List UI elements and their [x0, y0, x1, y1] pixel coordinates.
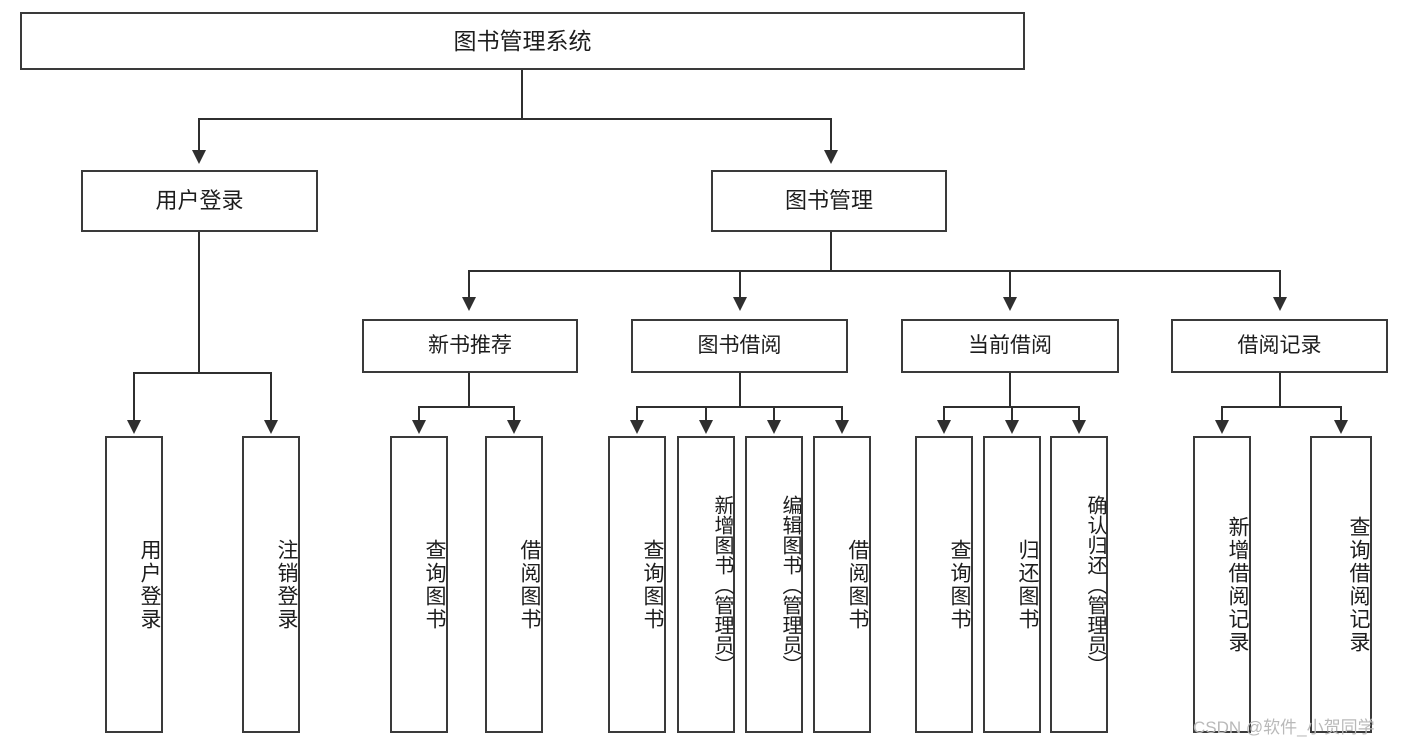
- node-label: 用户登录: [155, 188, 244, 214]
- arrowhead-book-borrow: [733, 297, 747, 311]
- connector-level3-bus: [468, 270, 1280, 272]
- arrowhead-leaf-query-book-1: [412, 420, 426, 434]
- connector-to-user-login: [198, 118, 200, 150]
- node-label: 图书管理: [784, 188, 873, 214]
- node-leaf-user-login[interactable]: 用户登录: [105, 436, 163, 733]
- arrowhead-leaf-edit-book: [767, 420, 781, 434]
- connector-level2-bus: [198, 118, 831, 120]
- node-leaf-query-record[interactable]: 查询借阅记录: [1310, 436, 1372, 733]
- node-leaf-query-book-1[interactable]: 查询图书: [390, 436, 448, 733]
- node-leaf-borrow-book-1[interactable]: 借阅图书: [485, 436, 543, 733]
- arrowhead-leaf-borrow-book-1: [507, 420, 521, 434]
- connector-user-login-stem: [198, 232, 200, 372]
- node-leaf-logout-login[interactable]: 注销登录: [242, 436, 300, 733]
- node-user-login[interactable]: 用户登录: [81, 170, 318, 232]
- connector-bb-leaf2: [705, 406, 707, 422]
- connector-to-book-management: [830, 118, 832, 150]
- node-label: 借阅图书: [518, 538, 541, 631]
- node-leaf-confirm-return[interactable]: 确认归还（管理员）: [1050, 436, 1108, 733]
- node-label: 查询图书: [948, 538, 971, 631]
- node-leaf-query-book-3[interactable]: 查询图书: [915, 436, 973, 733]
- node-label: 图书管理系统: [453, 27, 592, 54]
- arrowhead-leaf-query-record: [1334, 420, 1348, 434]
- arrowhead-new-book-recommend: [462, 297, 476, 311]
- connector-to-book-borrow: [739, 270, 741, 298]
- arrowhead-user-login: [192, 150, 206, 164]
- node-borrow-record[interactable]: 借阅记录: [1171, 319, 1388, 373]
- node-label: 查询借阅记录: [1347, 515, 1370, 654]
- connector-root-stem: [521, 70, 523, 118]
- connector-br-leaf2: [1340, 406, 1342, 422]
- node-book-management[interactable]: 图书管理: [711, 170, 947, 232]
- arrowhead-leaf-query-book-3: [937, 420, 951, 434]
- watermark-text: CSDN @软件_小贺同学: [1193, 718, 1375, 737]
- node-label: 借阅记录: [1237, 333, 1322, 357]
- node-label: 当前借阅: [968, 333, 1052, 357]
- node-leaf-query-book-2[interactable]: 查询图书: [608, 436, 666, 733]
- connector-borrow-record-stem: [1279, 373, 1281, 406]
- arrowhead-book-management: [824, 150, 838, 164]
- node-label: 查询图书: [641, 538, 664, 631]
- node-book-borrow[interactable]: 图书借阅: [631, 319, 848, 373]
- connector-br-leaf1: [1221, 406, 1223, 422]
- node-label: 借阅图书: [846, 538, 869, 631]
- connector-user-login-leaf1: [133, 372, 135, 422]
- connector-bb-leaf4: [841, 406, 843, 422]
- connector-book-borrow-bus: [636, 406, 842, 408]
- node-current-borrow[interactable]: 当前借阅: [901, 319, 1119, 373]
- node-label: 新增借阅记录: [1226, 515, 1249, 654]
- connector-cb-leaf1: [943, 406, 945, 422]
- node-leaf-borrow-book-2[interactable]: 借阅图书: [813, 436, 871, 733]
- connector-user-login-leaf2: [270, 372, 272, 422]
- arrowhead-leaf-confirm-return: [1072, 420, 1086, 434]
- arrowhead-current-borrow: [1003, 297, 1017, 311]
- connector-bb-leaf1: [636, 406, 638, 422]
- connector-borrow-record-bus: [1221, 406, 1341, 408]
- connector-new-book-recommend-bus: [418, 406, 514, 408]
- node-new-book-recommend[interactable]: 新书推荐: [362, 319, 578, 373]
- connector-cb-leaf3: [1078, 406, 1080, 422]
- arrowhead-leaf-return-book: [1005, 420, 1019, 434]
- connector-user-login-bus: [133, 372, 271, 374]
- arrowhead-leaf-add-record: [1215, 420, 1229, 434]
- connector-book-borrow-stem: [739, 373, 741, 406]
- arrowhead-leaf-logout-login: [264, 420, 278, 434]
- node-label: 图书借阅: [697, 333, 782, 357]
- connector-book-management-stem: [830, 232, 832, 270]
- node-label: 确认归还（管理员）: [1084, 494, 1106, 675]
- node-label: 查询图书: [423, 538, 446, 631]
- arrowhead-leaf-add-book: [699, 420, 713, 434]
- node-label: 归还图书: [1016, 538, 1039, 631]
- connector-bb-leaf3: [773, 406, 775, 422]
- node-leaf-add-book[interactable]: 新增图书（管理员）: [677, 436, 735, 733]
- node-leaf-add-record[interactable]: 新增借阅记录: [1193, 436, 1251, 733]
- node-root-system[interactable]: 图书管理系统: [20, 12, 1025, 70]
- node-label: 用户登录: [138, 538, 161, 631]
- arrowhead-borrow-record: [1273, 297, 1287, 311]
- arrowhead-leaf-borrow-book-2: [835, 420, 849, 434]
- node-leaf-edit-book[interactable]: 编辑图书（管理员）: [745, 436, 803, 733]
- node-leaf-return-book[interactable]: 归还图书: [983, 436, 1041, 733]
- connector-to-current-borrow: [1009, 270, 1011, 298]
- connector-current-borrow-stem: [1009, 373, 1011, 406]
- connector-to-borrow-record: [1279, 270, 1281, 298]
- node-label: 新增图书（管理员）: [711, 494, 733, 675]
- connector-new-book-recommend-stem: [468, 373, 470, 406]
- connector-to-new-book-recommend: [468, 270, 470, 298]
- node-label: 编辑图书（管理员）: [779, 494, 801, 675]
- arrowhead-leaf-user-login: [127, 420, 141, 434]
- connector-nbr-leaf1: [418, 406, 420, 422]
- arrowhead-leaf-query-book-2: [630, 420, 644, 434]
- node-label: 新书推荐: [428, 333, 512, 357]
- connector-cb-leaf2: [1011, 406, 1013, 422]
- node-label: 注销登录: [275, 538, 298, 631]
- connector-nbr-leaf2: [513, 406, 515, 422]
